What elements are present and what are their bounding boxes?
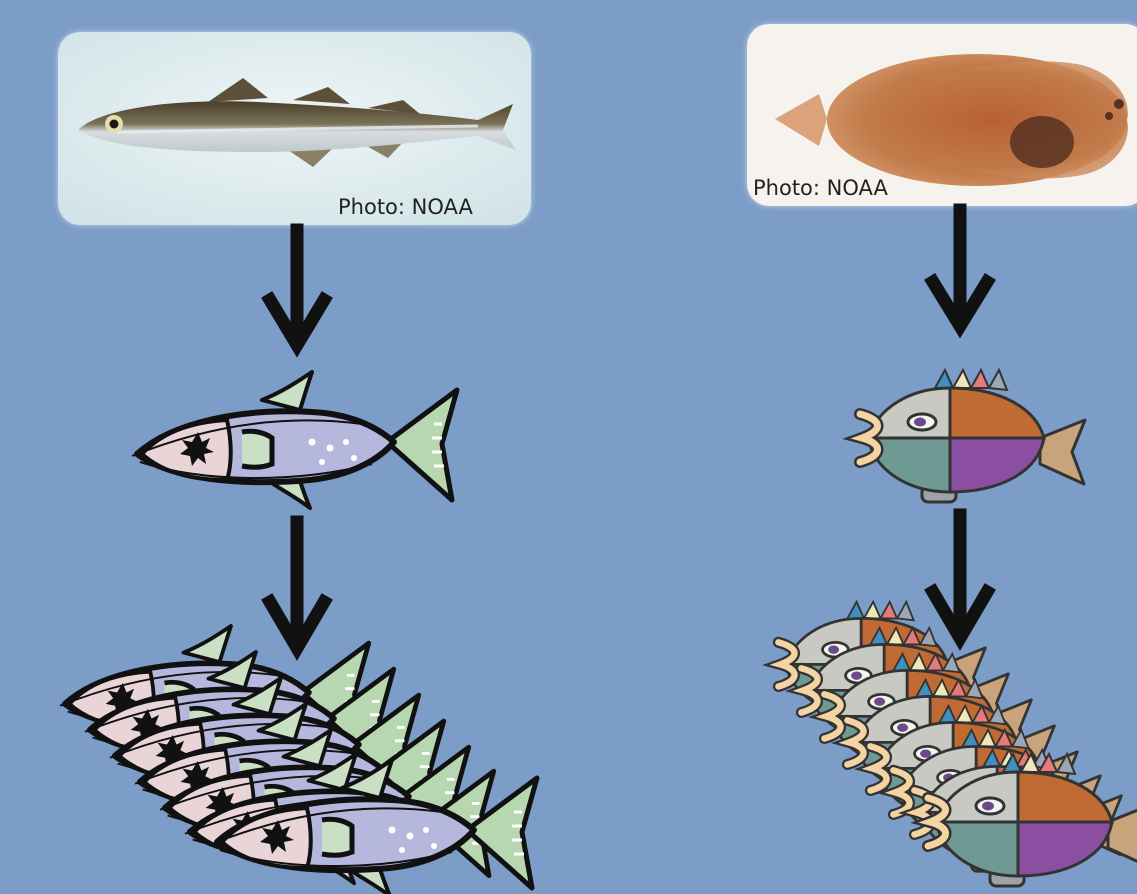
- arrow-down-icon: [933, 515, 987, 638]
- sketch-fish-icon: [132, 372, 457, 508]
- sketch-fish-school-icon: [60, 626, 537, 894]
- arrow-down-icon: [270, 230, 324, 345]
- arrow-down-icon: [933, 210, 987, 326]
- cartoon-round-fish-icon: [860, 370, 1085, 502]
- arrow-down-icon: [270, 522, 324, 648]
